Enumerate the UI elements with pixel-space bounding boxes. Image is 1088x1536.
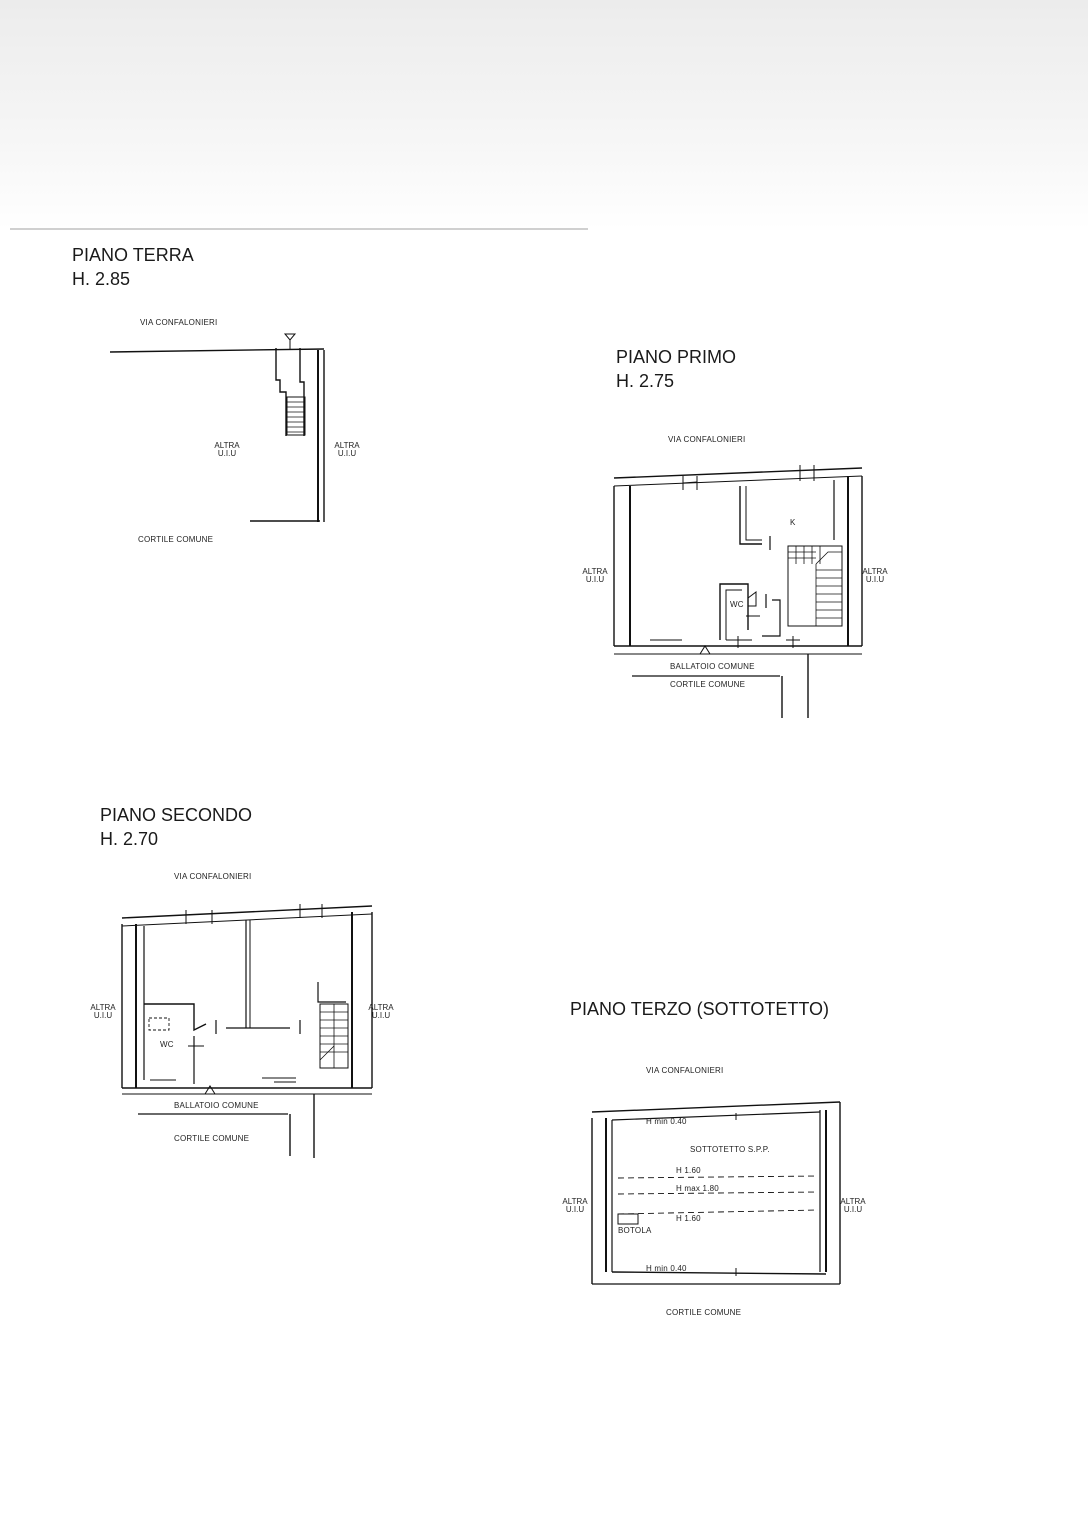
street-label: VIA CONFALONIERI xyxy=(140,318,218,327)
street-boundary-line xyxy=(613,467,863,479)
courtyard-label: CORTILE COMUNE xyxy=(670,680,746,689)
floor-height-terra: H. 2.85 xyxy=(72,269,131,289)
height-label-min-top: H min 0.40 xyxy=(646,1117,687,1126)
floor-height-secondo: H. 2.70 xyxy=(100,829,159,849)
height-label-1-60: H 1.60 xyxy=(676,1166,701,1175)
courtyard-label: CORTILE COMUNE xyxy=(666,1308,742,1317)
floor-title-primo: PIANO PRIMO xyxy=(616,347,737,367)
plan-piano-secondo xyxy=(121,904,373,1158)
botola-hatch xyxy=(617,1213,639,1225)
plan-piano-primo xyxy=(613,465,863,718)
room-label-wc: WC xyxy=(160,1040,174,1049)
courtyard-label: CORTILE COMUNE xyxy=(138,535,214,544)
courtyard-label: CORTILE COMUNE xyxy=(174,1134,250,1143)
ridge-line xyxy=(617,1191,819,1195)
street-boundary-line xyxy=(109,348,325,353)
height-line-1-60 xyxy=(617,1175,819,1179)
street-label: VIA CONFALONIERI xyxy=(646,1066,724,1075)
stair xyxy=(286,396,306,436)
wc-walls xyxy=(144,1003,207,1032)
floor-title-secondo: PIANO SECONDO xyxy=(100,805,253,825)
floor-title-terra: PIANO TERRA xyxy=(72,245,194,265)
street-label: VIA CONFALONIERI xyxy=(668,435,746,444)
floor-title-terzo: PIANO TERZO (SOTTOTETTO) xyxy=(570,999,830,1019)
scan-shading xyxy=(0,0,1088,230)
ballatoio-label: BALLATOIO COMUNE xyxy=(174,1101,259,1110)
ballatoio-label: BALLATOIO COMUNE xyxy=(670,662,755,671)
shower-tray xyxy=(148,1017,170,1031)
kitchen-partition xyxy=(739,486,762,545)
corridor-wall-inner xyxy=(299,348,305,436)
height-line-1-60 xyxy=(617,1209,819,1215)
corridor-wall-left xyxy=(275,348,287,436)
floor-height-primo: H. 2.75 xyxy=(616,371,675,391)
entrance-marker-icon xyxy=(699,645,711,655)
height-label-min-bottom: H min 0.40 xyxy=(646,1264,687,1273)
street-label: VIA CONFALONIERI xyxy=(174,872,252,881)
plan-piano-terra xyxy=(109,333,325,522)
room-label-sottotetto: SOTTOTETTO S.P.P. xyxy=(690,1145,770,1154)
plan-piano-terzo xyxy=(591,1101,841,1285)
street-boundary-line xyxy=(121,905,373,919)
botola-label: BOTOLA xyxy=(618,1226,652,1235)
height-label-max: H max 1.80 xyxy=(676,1184,719,1193)
entrance-marker-icon xyxy=(204,1085,216,1095)
orientation-marker-icon xyxy=(283,333,297,341)
street-boundary-line xyxy=(591,1101,841,1113)
room-label-kitchen: K xyxy=(790,518,796,527)
room-label-wc: WC xyxy=(730,600,744,609)
wc-walls xyxy=(719,583,749,640)
scan-edge-line xyxy=(10,228,588,230)
height-label-1-60: H 1.60 xyxy=(676,1214,701,1223)
